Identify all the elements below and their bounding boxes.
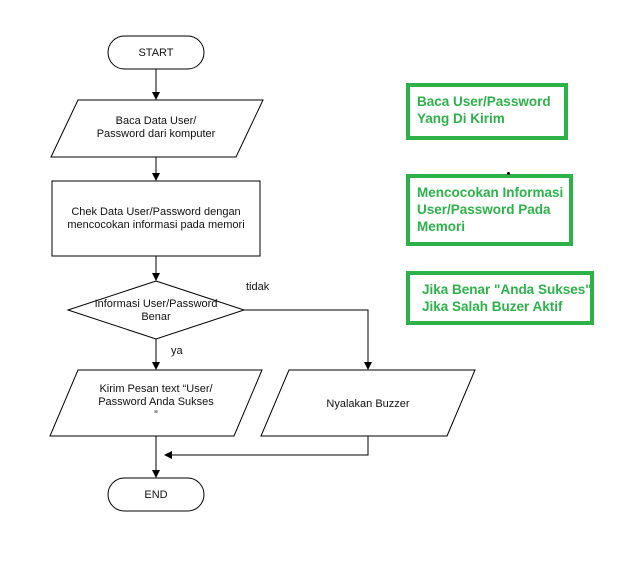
- note-result-condition: Jika Benar "Anda Sukses" Jika Salah Buze…: [406, 271, 594, 325]
- end-terminator: [107, 477, 205, 512]
- note-match-information: Mencocokan Informasi User/Password Pada …: [406, 174, 573, 246]
- note-read-user-password: Baca User/Password Yang Di Kirim: [406, 83, 568, 140]
- note-match-line-2: User/Password Pada: [417, 202, 551, 217]
- output-success-line-3: ”: [154, 409, 158, 421]
- note-result-line-2: Jika Salah Buzer Aktif: [422, 299, 563, 314]
- process-check-data-shape: [51, 180, 261, 257]
- process-check-data-line-2: mencocokan informasi pada memori: [67, 219, 244, 231]
- output-success-line-2: Password Anda Sukses: [98, 396, 214, 408]
- input-read-data-shape: [50, 99, 264, 158]
- process-check-data-line-1: Chek Data User/Password dengan: [71, 206, 240, 218]
- output-buzzer-label: Nyalakan Buzzer: [326, 398, 409, 410]
- decision-diamond: [66, 280, 246, 340]
- yes-label: ya: [171, 345, 184, 357]
- start-label: START: [138, 47, 173, 59]
- decision-line-1: Informasi User/Password: [95, 298, 218, 310]
- input-read-data-line-2: Password dari komputer: [97, 128, 216, 140]
- stray-dot: [507, 172, 510, 175]
- output-success-line-1: Kirim Pesan text “User/: [99, 383, 213, 395]
- end-label: END: [144, 489, 167, 501]
- note-match-line-3: Memori: [417, 219, 466, 234]
- decision-line-2: Benar: [141, 311, 171, 323]
- input-read-data-line-1: Baca Data User/: [116, 115, 198, 127]
- no-label: tidak: [246, 281, 270, 293]
- output-buzzer-shape: [260, 369, 476, 437]
- arrow-buzzer-merge: [164, 436, 369, 459]
- note-read-line-1: Baca User/Password: [417, 94, 551, 109]
- arrow-decision-no: [244, 309, 372, 370]
- note-read-line-2: Yang Di Kirim: [417, 111, 505, 126]
- note-match-line-1: Mencocokan Informasi: [417, 185, 564, 200]
- output-success-shape: [49, 369, 263, 437]
- note-result-line-1: Jika Benar "Anda Sukses": [422, 282, 592, 297]
